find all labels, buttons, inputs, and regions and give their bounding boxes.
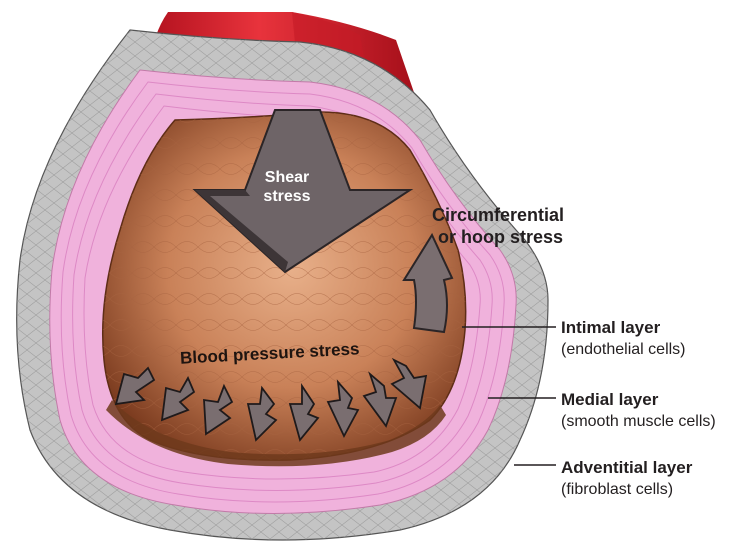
- hoop-label-line1: Circumferential: [432, 204, 564, 226]
- shear-stress-label: Shear stress: [252, 168, 322, 206]
- intimal-layer-label: Intimal layer (endothelial cells): [561, 317, 686, 361]
- shear-label-line1: Shear: [252, 168, 322, 187]
- adventitial-layer-desc: (fibroblast cells): [561, 479, 692, 501]
- adventitial-layer-name: Adventitial layer: [561, 457, 692, 479]
- hoop-label-line2: or hoop stress: [432, 226, 564, 248]
- medial-layer-label: Medial layer (smooth muscle cells): [561, 389, 716, 433]
- medial-layer-desc: (smooth muscle cells): [561, 411, 716, 433]
- intimal-layer-desc: (endothelial cells): [561, 339, 686, 361]
- hoop-stress-label: Circumferential or hoop stress: [432, 204, 564, 248]
- adventitial-layer-label: Adventitial layer (fibroblast cells): [561, 457, 692, 501]
- medial-layer-name: Medial layer: [561, 389, 716, 411]
- shear-label-line2: stress: [252, 187, 322, 206]
- intimal-layer-name: Intimal layer: [561, 317, 686, 339]
